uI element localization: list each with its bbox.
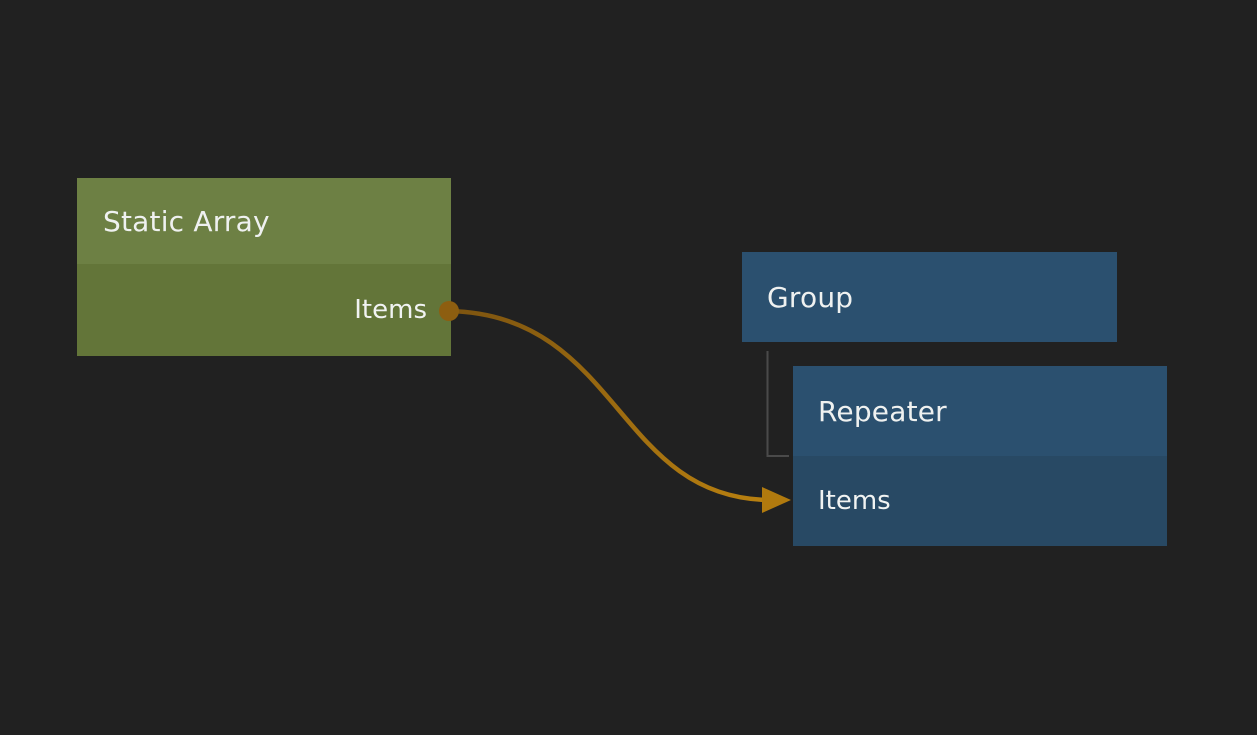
connection-arrowhead-icon: [762, 487, 791, 513]
node-static-array-header[interactable]: Static Array: [77, 178, 451, 264]
group-child-tree-line: [766, 351, 789, 457]
node-static-array-title: Static Array: [103, 204, 270, 238]
node-static-array[interactable]: Static Array Items: [77, 178, 451, 356]
node-group[interactable]: Group: [742, 252, 1117, 342]
node-repeater-header[interactable]: Repeater: [793, 366, 1167, 456]
node-repeater[interactable]: Repeater Items: [793, 366, 1167, 546]
node-repeater-body[interactable]: Items: [793, 456, 1167, 546]
node-group-title: Group: [767, 280, 854, 314]
connection-wire[interactable]: [446, 308, 771, 503]
node-group-header[interactable]: Group: [742, 252, 1117, 342]
port-items-output-label: Items: [354, 295, 427, 325]
port-items-input-label: Items: [818, 486, 891, 516]
node-repeater-title: Repeater: [818, 394, 947, 428]
node-static-array-body[interactable]: Items: [77, 264, 451, 356]
